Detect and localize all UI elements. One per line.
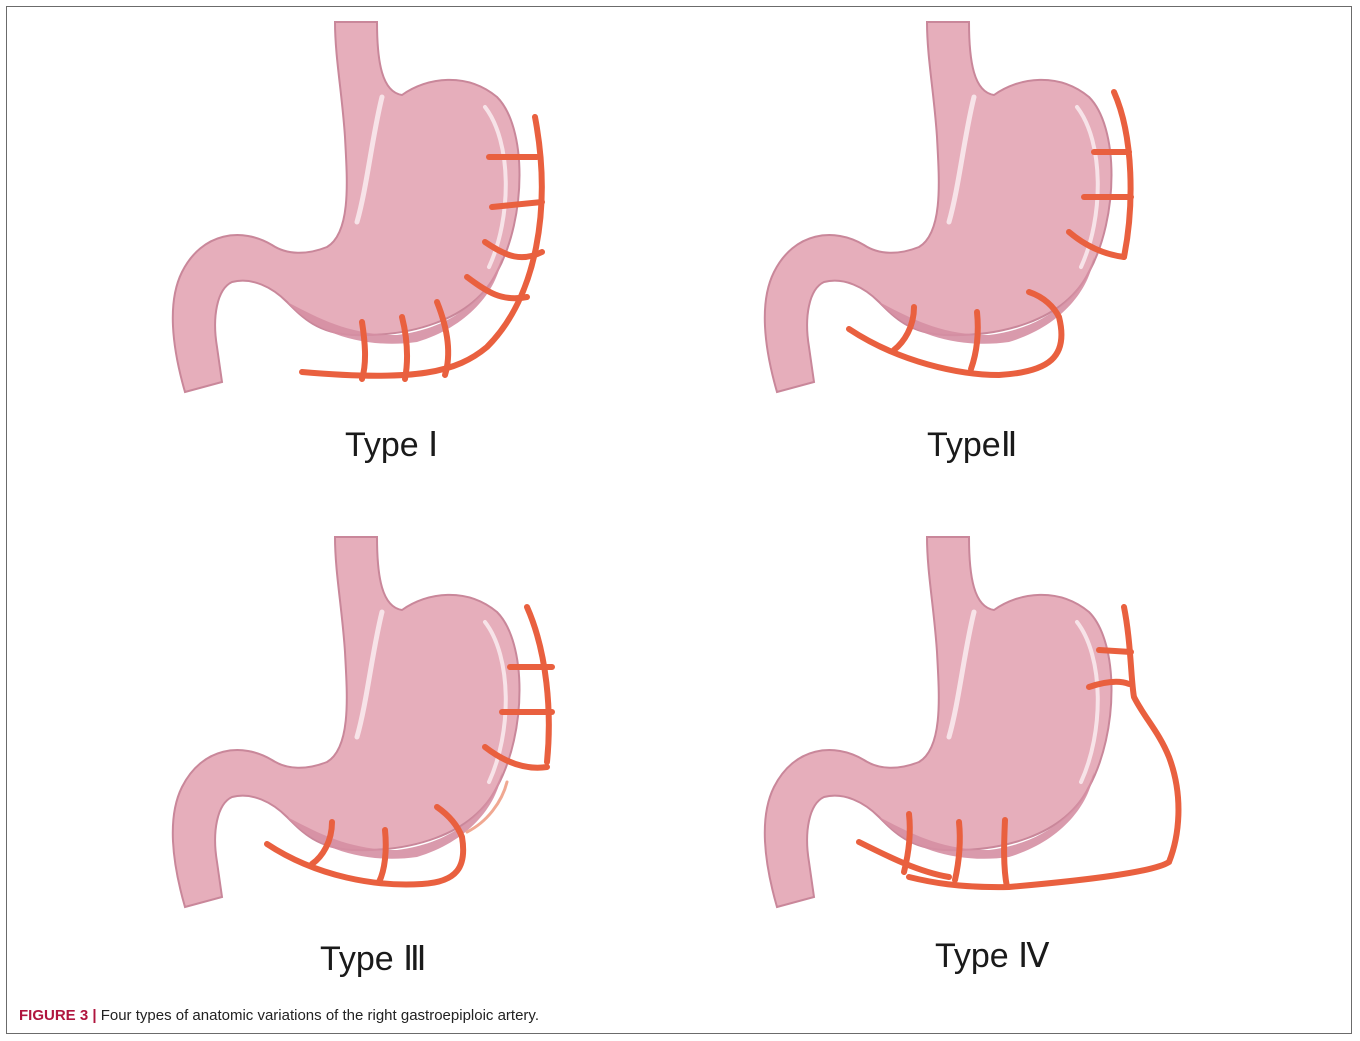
stomach-diagram-type-1	[167, 17, 667, 457]
type-label-3: Type Ⅲ	[320, 939, 427, 979]
stomach	[173, 22, 520, 392]
stomach	[173, 537, 520, 907]
panel-type-3: Type Ⅲ	[167, 532, 667, 972]
type-label-4: Type Ⅳ	[935, 936, 1050, 976]
stomach-diagram-type-3	[167, 532, 667, 972]
figure-frame: Type Ⅰ TypeⅡ	[6, 6, 1352, 1034]
stomach	[765, 537, 1112, 907]
figure-number: FIGURE 3 |	[19, 1007, 97, 1024]
panel-type-2: TypeⅡ	[759, 17, 1259, 457]
panel-type-4: Type Ⅳ	[759, 532, 1259, 972]
stomach-diagram-type-4	[759, 532, 1259, 972]
figure-caption: FIGURE 3 | Four types of anatomic variat…	[19, 1007, 539, 1024]
stomach-diagram-type-2	[759, 17, 1259, 457]
panel-type-1: Type Ⅰ	[167, 17, 667, 457]
type-label-1: Type Ⅰ	[345, 425, 438, 465]
caption-text: Four types of anatomic variations of the…	[97, 1007, 539, 1024]
type-label-2: TypeⅡ	[927, 425, 1017, 465]
